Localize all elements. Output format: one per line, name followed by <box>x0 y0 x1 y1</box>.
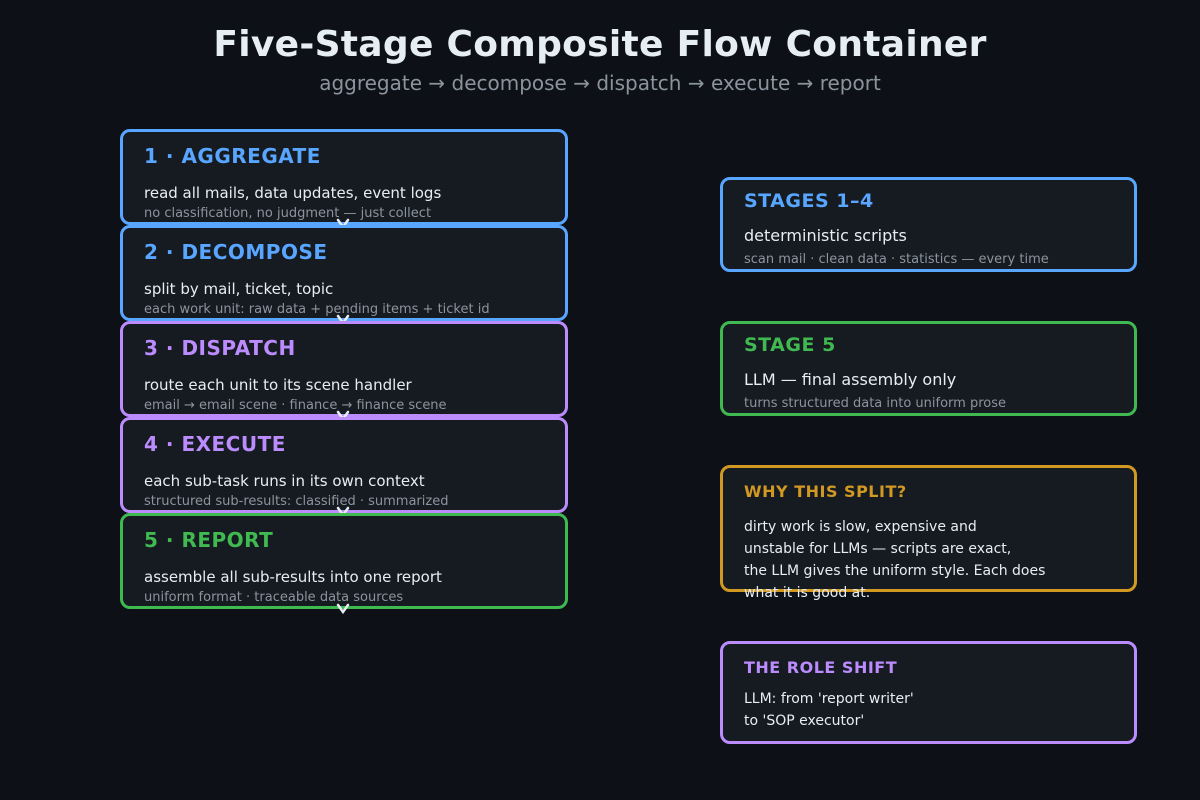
card-body: dirty work is slow, expensive and unstab… <box>744 516 1045 604</box>
card-label: WHY THIS SPLIT? <box>744 482 907 501</box>
card-body: LLM: from 'report writer' to 'SOP execut… <box>744 688 914 732</box>
stage-decompose: 2 · DECOMPOSE split by mail, ticket, top… <box>120 225 568 321</box>
stage-report: 5 · REPORT assemble all sub-results into… <box>120 513 568 609</box>
stage-dispatch: 3 · DISPATCH route each unit to its scen… <box>120 321 568 417</box>
card-role-shift: THE ROLE SHIFT LLM: from 'report writer'… <box>720 641 1137 744</box>
card-why-split: WHY THIS SPLIT? dirty work is slow, expe… <box>720 465 1137 601</box>
stage-description: route each unit to its scene handler <box>144 376 412 394</box>
stage-note: no classification, no judgment — just co… <box>144 206 432 221</box>
stage-description: assemble all sub-results into one report <box>144 568 442 586</box>
stage-description: each sub-task runs in its own context <box>144 472 425 490</box>
card-body-line: dirty work is slow, expensive and <box>744 519 977 535</box>
card-body-line: unstable for LLMs — scripts are exact, <box>744 541 1012 557</box>
card-label: STAGES 1–4 <box>744 190 874 212</box>
page-title: Five-Stage Composite Flow Container <box>213 24 987 65</box>
card-note: turns structured data into uniform prose <box>744 396 1006 411</box>
stage-note: each work unit: raw data + pending items… <box>144 302 490 317</box>
card-description: deterministic scripts <box>744 226 907 245</box>
stage-note: email → email scene · finance → finance … <box>144 398 447 413</box>
stage-description: split by mail, ticket, topic <box>144 280 334 298</box>
stage-aggregate: 1 · AGGREGATE read all mails, data updat… <box>120 129 568 225</box>
card-body-line: the LLM gives the uniform style. Each do… <box>744 563 1046 579</box>
stage-description: read all mails, data updates, event logs <box>144 184 442 202</box>
stage-execute: 4 · EXECUTE each sub-task runs in its ow… <box>120 417 568 513</box>
stage-label: 2 · DECOMPOSE <box>144 240 328 264</box>
card-label: STAGE 5 <box>744 334 836 356</box>
card-body-line: what it is good at. <box>744 585 871 601</box>
card-label: THE ROLE SHIFT <box>744 658 898 677</box>
card-description: LLM — final assembly only <box>744 370 957 389</box>
page-subtitle: aggregate → decompose → dispatch → execu… <box>319 71 881 95</box>
card-stages-1-4: STAGES 1–4 deterministic scripts scan ma… <box>720 177 1137 272</box>
card-stage-5: STAGE 5 LLM — final assembly only turns … <box>720 321 1137 416</box>
stage-note: uniform format · traceable data sources <box>144 590 404 605</box>
card-body-line: to 'SOP executor' <box>744 713 865 729</box>
card-note: scan mail · clean data · statistics — ev… <box>744 252 1049 267</box>
stage-label: 5 · REPORT <box>144 528 274 552</box>
stage-label: 4 · EXECUTE <box>144 432 286 456</box>
stage-note: structured sub-results: classified · sum… <box>144 494 449 509</box>
flow-arrow-icon <box>336 603 350 615</box>
card-body-line: LLM: from 'report writer' <box>744 691 914 707</box>
stage-label: 1 · AGGREGATE <box>144 144 321 168</box>
stage-label: 3 · DISPATCH <box>144 336 296 360</box>
